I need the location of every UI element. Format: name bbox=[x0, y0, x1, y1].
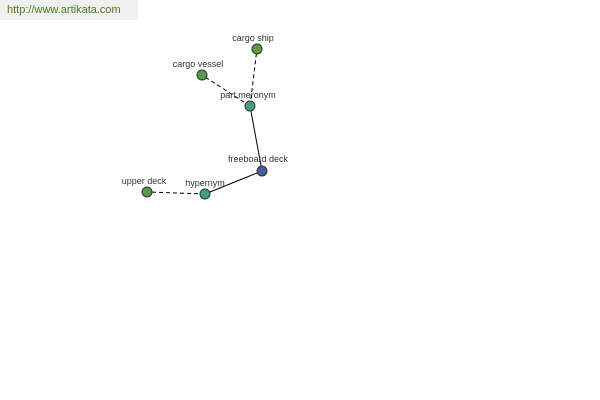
node-marker-part-meronym[interactable] bbox=[244, 100, 256, 112]
edge-hypernym-to-upper-deck bbox=[146, 191, 206, 195]
node-cargo-ship[interactable]: cargo ship bbox=[232, 33, 274, 55]
edge-part-meronym-to-cargo-ship bbox=[249, 48, 258, 107]
node-freeboard-deck[interactable]: freeboard deck bbox=[228, 154, 289, 177]
node-marker-hypernym[interactable] bbox=[199, 188, 211, 200]
node-label-cargo-ship: cargo ship bbox=[232, 33, 274, 43]
node-label-part-meronym: part meronym bbox=[220, 90, 276, 100]
node-hypernym[interactable]: hypernym bbox=[185, 178, 225, 200]
watermark-url[interactable]: http://www.artikata.com bbox=[7, 4, 121, 16]
node-label-freeboard-deck: freeboard deck bbox=[228, 154, 289, 164]
node-marker-cargo-ship[interactable] bbox=[251, 43, 263, 55]
watermark-banner: http://www.artikata.com bbox=[0, 0, 138, 20]
node-label-hypernym: hypernym bbox=[185, 178, 225, 188]
node-label-cargo-vessel: cargo vessel bbox=[173, 59, 224, 69]
node-cargo-vessel[interactable]: cargo vessel bbox=[173, 59, 224, 81]
edge-part-meronym-to-cargo-vessel bbox=[201, 74, 251, 107]
node-part-meronym[interactable]: part meronym bbox=[220, 90, 276, 112]
node-label-upper-deck: upper deck bbox=[122, 176, 167, 186]
graph-edges bbox=[146, 48, 263, 195]
node-marker-cargo-vessel[interactable] bbox=[196, 69, 208, 81]
edge-freeboard-deck-to-hypernym bbox=[204, 170, 263, 195]
node-marker-freeboard-deck[interactable] bbox=[256, 165, 268, 177]
node-marker-upper-deck[interactable] bbox=[141, 186, 153, 198]
graph-nodes: freeboard deck part meronym cargo ship carg… bbox=[122, 33, 289, 200]
node-upper-deck[interactable]: upper deck bbox=[122, 176, 167, 198]
edge-freeboard-deck-to-part-meronym bbox=[249, 105, 263, 172]
